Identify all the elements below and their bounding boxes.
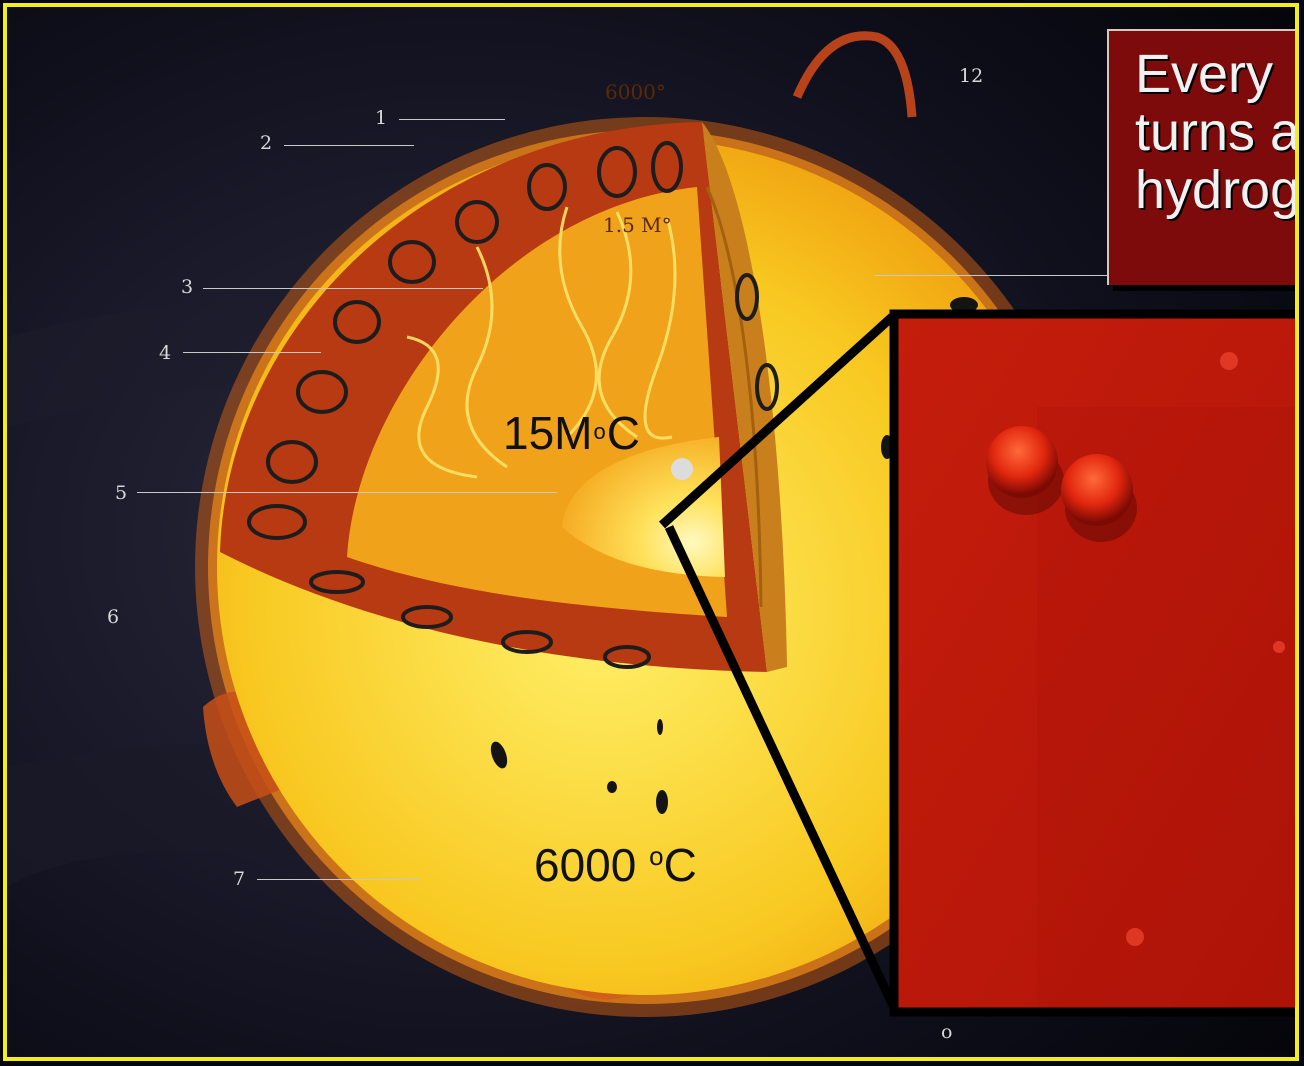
- zoom-connector: [658, 313, 900, 1012]
- core-temperature-label: 15MoC: [503, 407, 640, 458]
- radiative-temp-mark: 1.5 M°: [603, 213, 672, 237]
- callout-line-3: [203, 288, 483, 289]
- convection-cells: [247, 141, 779, 669]
- zoom-panel: [889, 309, 1295, 1017]
- callout-o: o: [941, 1021, 953, 1043]
- caption-line-3: hydrog: [1135, 160, 1299, 220]
- surface-temp-value: 6000: [534, 839, 650, 891]
- core-temp-degree: o: [593, 419, 606, 444]
- surface-temp-mark: 6000°: [605, 80, 666, 104]
- callout-4: 4: [159, 342, 172, 364]
- callout-line-2: [284, 145, 414, 146]
- callout-line-1: [399, 119, 505, 120]
- callout-7: 7: [233, 868, 246, 890]
- callout-2: 2: [260, 132, 273, 154]
- sunspots: [490, 297, 978, 814]
- callout-line-4: [183, 352, 321, 353]
- callout-line-5: [137, 492, 557, 493]
- radiation-paths: [406, 206, 677, 479]
- surface-temp-degree: o: [649, 841, 664, 871]
- core-temp-value: 15M: [503, 407, 593, 459]
- callout-line-7: [257, 879, 419, 880]
- core-temp-unit: C: [606, 407, 640, 459]
- hydrogen-particles: [986, 352, 1285, 946]
- callout-line-12: [875, 275, 1107, 276]
- surface-temperature-label: 6000 oC: [534, 831, 697, 890]
- caption-line-1: Every: [1135, 44, 1274, 104]
- callout-12: 12: [959, 65, 984, 87]
- callout-1: 1: [375, 107, 388, 129]
- cut-face: [702, 122, 787, 672]
- caption-box: Every turns a hydrog: [1107, 29, 1299, 285]
- slide-frame: 6000° 1.5 M° 1 2 3 4 5 6 7 12 o 15MoC 60…: [3, 3, 1299, 1061]
- surface-temp-unit: C: [663, 839, 697, 891]
- callout-6: 6: [107, 606, 120, 628]
- prominence: [792, 31, 917, 118]
- callout-5: 5: [115, 482, 128, 504]
- sun-cutaway-illustration: [7, 7, 1295, 1057]
- caption-line-2: turns a: [1135, 102, 1299, 162]
- callout-3: 3: [181, 276, 194, 298]
